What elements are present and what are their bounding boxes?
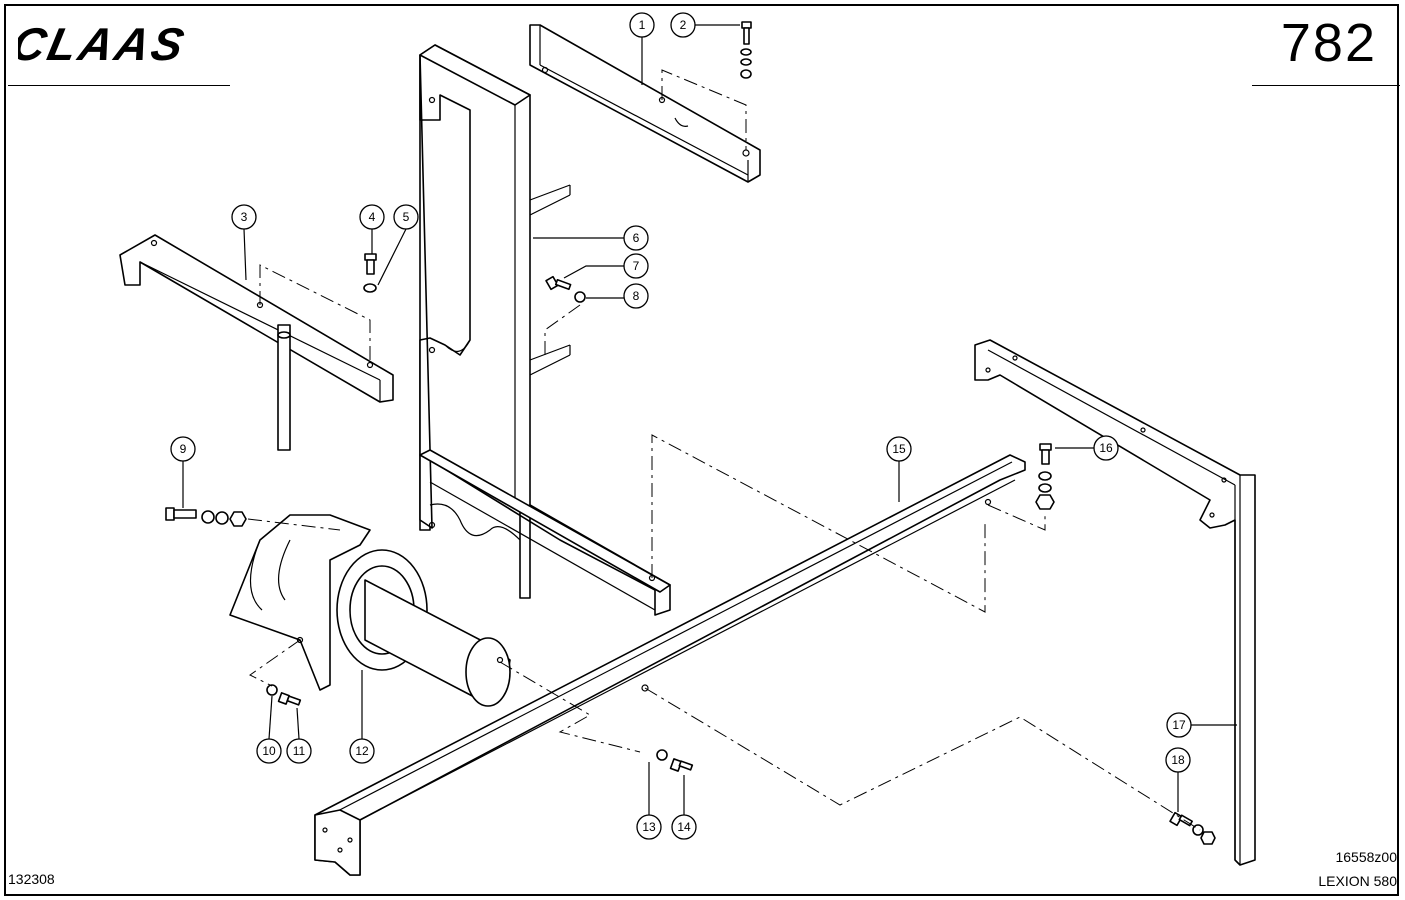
claas-logo: CLAAS [18, 18, 191, 68]
part-13-washer [656, 749, 668, 761]
part-5-washer [363, 283, 377, 293]
page-number: 782 [1280, 13, 1377, 73]
callout-13: 13 [636, 814, 662, 840]
svg-text:8: 8 [633, 289, 640, 303]
leader-lines [182, 24, 1237, 815]
part-15-crossbeam [314, 454, 1026, 876]
svg-text:1: 1 [639, 18, 646, 32]
svg-text:16: 16 [1099, 441, 1113, 455]
part-6-frame [419, 44, 671, 616]
callout-17: 17 [1166, 712, 1192, 738]
callout-9: 9 [170, 436, 196, 462]
svg-text:7: 7 [633, 259, 640, 273]
callout-3: 3 [231, 204, 257, 230]
callout-14: 14 [671, 814, 697, 840]
part-14-bolt [669, 758, 694, 772]
svg-text:14: 14 [677, 820, 691, 834]
callout-8: 8 [623, 283, 649, 309]
callout-12: 12 [349, 738, 375, 764]
callout-2: 2 [670, 12, 696, 38]
svg-text:13: 13 [642, 820, 656, 834]
part-16-bolt-set [1035, 443, 1055, 510]
svg-text:4: 4 [369, 210, 376, 224]
callout-16: 16 [1093, 435, 1119, 461]
svg-text:6: 6 [633, 231, 640, 245]
svg-text:17: 17 [1172, 718, 1186, 732]
callout-10: 10 [256, 738, 282, 764]
svg-text:11: 11 [293, 744, 306, 758]
callout-18: 18 [1165, 747, 1191, 773]
drawing-frame [4, 4, 1399, 896]
logo-rule [8, 85, 230, 86]
svg-text:15: 15 [892, 442, 906, 456]
part-2-bolt-set [740, 21, 752, 79]
part-11-bolt [277, 692, 302, 706]
callout-6: 6 [623, 225, 649, 251]
callout-5: 5 [393, 204, 419, 230]
svg-text:18: 18 [1171, 753, 1185, 767]
svg-text:3: 3 [241, 210, 248, 224]
part-12-drum-assembly [229, 514, 511, 707]
callout-15: 15 [886, 436, 912, 462]
part-4-bolt [364, 253, 377, 275]
svg-text:5: 5 [403, 210, 410, 224]
svg-text:10: 10 [262, 744, 276, 758]
part-17-bracket [974, 339, 1256, 866]
image-reference: 132308 [8, 871, 55, 887]
page-number-rule [1252, 85, 1400, 86]
part-1-bracket [529, 24, 761, 183]
svg-text:2: 2 [680, 18, 687, 32]
part-18-bolt-set [1169, 811, 1216, 845]
part-10-washer [266, 684, 278, 696]
callout-7: 7 [623, 253, 649, 279]
machine-model: LEXION 580 [1318, 873, 1397, 889]
svg-text:12: 12 [355, 744, 369, 758]
callout-1: 1 [629, 12, 655, 38]
assembly-lines [247, 69, 1201, 831]
part-3-bracket [119, 234, 394, 451]
callout-11: 11 [286, 738, 312, 764]
svg-text:9: 9 [180, 442, 187, 456]
part-8-washer [574, 291, 586, 303]
drawing-reference: 16558z00 [1335, 849, 1397, 865]
part-9-bolt-set [165, 507, 247, 527]
callout-4: 4 [359, 204, 385, 230]
claas-logo-text: CLAAS [18, 18, 191, 68]
part-7-bolt [545, 275, 572, 291]
